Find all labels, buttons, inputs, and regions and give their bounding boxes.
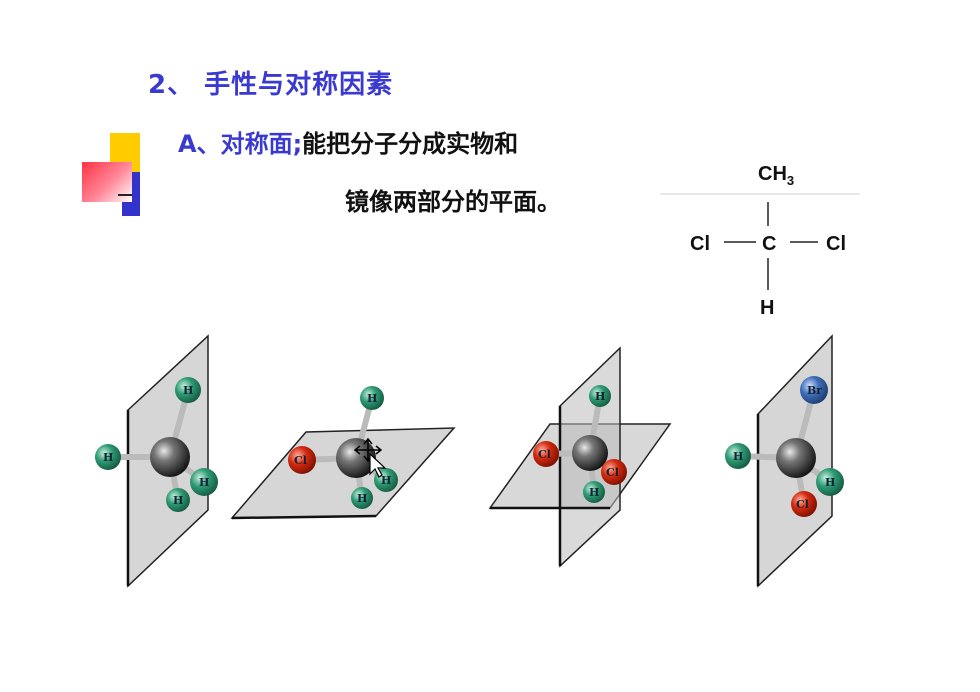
atom-br: Br [800, 376, 828, 404]
formula-right: Cl [826, 233, 846, 255]
svg-text:Br: Br [807, 384, 822, 397]
molecule-1: H H H H [95, 334, 218, 588]
svg-text:H: H [733, 450, 743, 463]
svg-text:H: H [173, 494, 183, 507]
atom-carbon [336, 438, 376, 478]
definition-line-1: A、对称面;能把分子分成实物和 [178, 124, 518, 159]
atom-h: H [95, 444, 121, 470]
atom-carbon [150, 437, 190, 477]
atom-cl: Cl [533, 441, 559, 467]
molecule-diagrams: H H H H H Cl H H H Cl [95, 334, 844, 588]
formula-bottom: H [760, 297, 774, 319]
atom-h: H [175, 377, 201, 403]
atom-cl: Cl [601, 459, 627, 485]
section-heading: 2、 手性与对称因素 [148, 70, 394, 100]
svg-text:Cl: Cl [294, 454, 307, 467]
atom-carbon [776, 438, 816, 478]
svg-text:Cl: Cl [606, 466, 619, 479]
definition-line-2: 镜像两部分的平面。 [345, 188, 561, 216]
atom-h: H [190, 468, 218, 496]
decor-line [118, 194, 132, 196]
svg-text:H: H [183, 384, 193, 397]
formula-top: CH3 [758, 163, 794, 188]
formula-left: Cl [690, 233, 710, 255]
molecule-2: H Cl H H [230, 386, 456, 520]
svg-text:H: H [595, 390, 605, 403]
formula-center: C [762, 233, 776, 255]
atom-h: H [816, 468, 844, 496]
atom-cl: Cl [791, 491, 817, 517]
definition-text-1: 能把分子分成实物和 [302, 130, 519, 158]
svg-text:H: H [103, 451, 113, 464]
atom-cl: Cl [288, 446, 316, 474]
atom-carbon [572, 435, 608, 471]
atom-h: H [583, 481, 605, 503]
svg-text:Cl: Cl [796, 498, 809, 511]
atom-h: H [725, 443, 751, 469]
svg-text:H: H [589, 486, 599, 499]
svg-text:H: H [199, 476, 209, 489]
atom-h: H [360, 386, 384, 410]
move-cursor-icon [353, 437, 387, 478]
svg-text:H: H [381, 474, 391, 487]
molecule-4: Br H H Cl [725, 334, 844, 588]
atom-h: H [351, 487, 373, 509]
svg-text:H: H [367, 392, 377, 405]
svg-text:H: H [357, 492, 367, 505]
definition-label: A、对称面; [178, 130, 303, 158]
molecule-3: H Cl Cl H [488, 346, 672, 568]
svg-text:H: H [825, 476, 835, 489]
decor-red-gradient [82, 162, 132, 202]
svg-text:Cl: Cl [538, 448, 551, 461]
atom-h: H [589, 385, 611, 407]
atom-h: H [166, 488, 190, 512]
structural-formula: CH3 Cl C Cl H [660, 163, 860, 319]
